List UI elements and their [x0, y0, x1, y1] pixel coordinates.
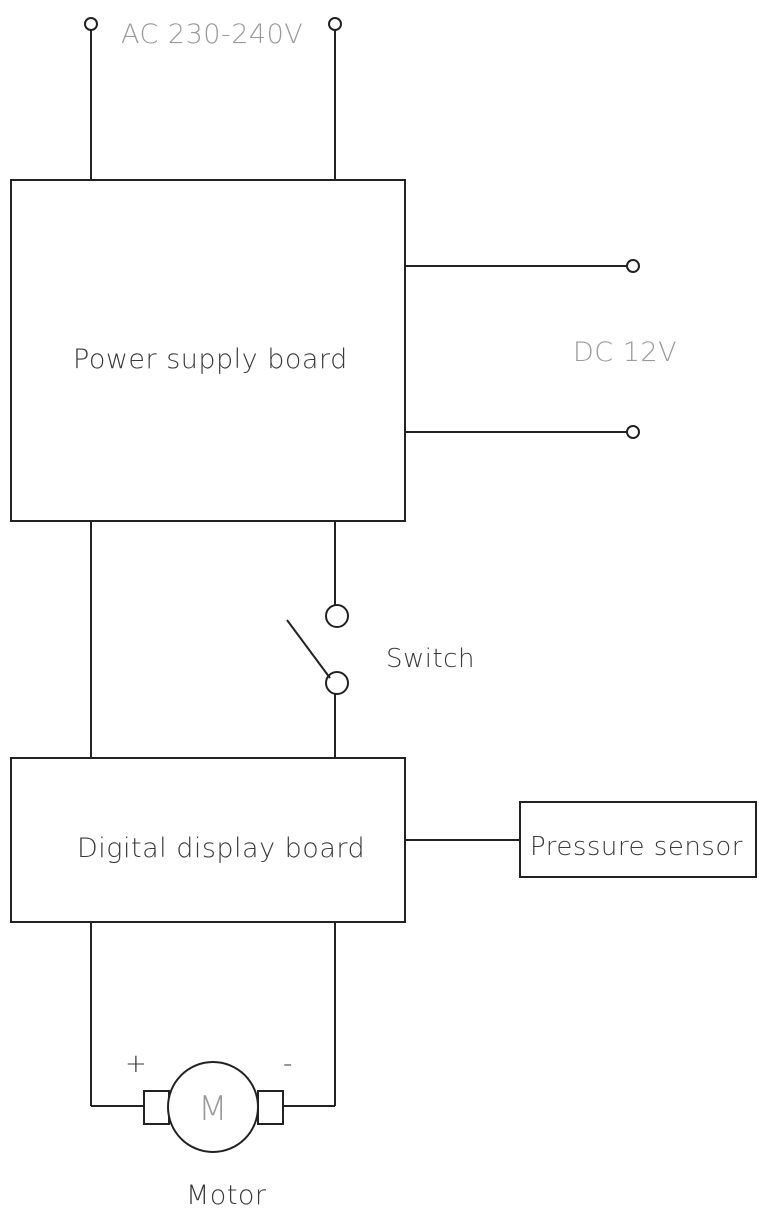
switch: Switch	[286, 604, 475, 695]
power-supply-board: Power supply board	[10, 179, 406, 522]
motor-circuit: M + - Motor	[90, 922, 336, 1211]
switch-contact-top	[325, 604, 349, 628]
digital-display-board-label: Digital display board	[77, 833, 365, 864]
motor-plus-label: +	[125, 1049, 147, 1079]
motor-symbol-letter: M	[198, 1089, 228, 1129]
pressure-sensor: Pressure sensor	[405, 801, 757, 878]
motor-symbol	[167, 1061, 259, 1153]
ac-terminal-left	[84, 17, 98, 31]
motor-label: Motor	[186, 1180, 267, 1211]
dc-output: DC 12V	[405, 259, 677, 439]
motor-terminal-right	[257, 1090, 284, 1125]
power-supply-board-label: Power supply board	[73, 344, 348, 375]
board-interconnect	[90, 521, 336, 758]
digital-display-board: Digital display board	[10, 757, 406, 923]
ac-input-label: AC 230-240V	[121, 19, 303, 50]
power-supply-board-box	[10, 179, 406, 522]
pressure-sensor-box	[519, 801, 757, 878]
ac-terminal-right	[328, 17, 342, 31]
ac-input: AC 230-240V	[84, 17, 342, 180]
switch-label: Switch	[386, 644, 475, 674]
motor-terminal-left	[143, 1090, 170, 1125]
motor-minus-label: -	[283, 1049, 293, 1079]
dc-terminal-bottom	[626, 425, 640, 439]
dc-terminal-top	[626, 259, 640, 273]
switch-contact-bottom	[325, 671, 349, 695]
digital-display-board-box	[10, 757, 406, 923]
switch-lever	[286, 619, 331, 679]
pressure-sensor-label: Pressure sensor	[530, 832, 743, 862]
dc-output-label: DC 12V	[573, 337, 677, 368]
